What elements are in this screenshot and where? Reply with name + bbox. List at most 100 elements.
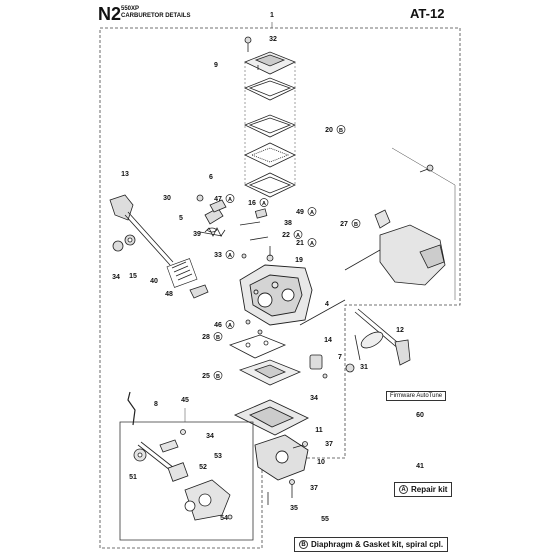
- callout-number: 38: [284, 220, 292, 227]
- callout-number: 46: [214, 322, 222, 329]
- callout-number: 14: [324, 337, 332, 344]
- callout-number: 40: [150, 278, 158, 285]
- callout-4: 4: [325, 301, 329, 308]
- gasket-stack: [244, 77, 296, 198]
- callout-number: 11: [315, 427, 323, 434]
- kit-tag: A: [399, 485, 408, 494]
- callout-number: 1: [270, 12, 274, 19]
- callout-15: 15: [129, 273, 137, 280]
- callout-number: 12: [396, 327, 404, 334]
- kit-tag: B: [216, 335, 220, 341]
- kit-tag: A: [228, 253, 232, 259]
- carburetor-body: [239, 264, 313, 326]
- callout-5: 5: [179, 215, 183, 222]
- kit-tag: A: [228, 197, 232, 203]
- callout-51: 51: [129, 474, 137, 481]
- callout-number: 8: [154, 401, 158, 408]
- callout-number: 53: [214, 453, 222, 460]
- kit-label: Repair kit: [411, 485, 448, 494]
- screw-19-33: [241, 246, 274, 262]
- callout-number: 30: [163, 195, 171, 202]
- throttle-linkage-27: [299, 209, 446, 326]
- callout-number: 6: [209, 174, 213, 181]
- callout-8: 8: [154, 401, 158, 408]
- callout-number: 25: [202, 373, 210, 380]
- callout-45: 45: [181, 397, 189, 404]
- callout-number: 34: [112, 274, 120, 281]
- throttle-plate-14: [354, 331, 384, 361]
- gasket-kit-note: B Diaphragm & Gasket kit, spiral cpl.: [294, 537, 449, 552]
- callout-10: 10: [317, 459, 325, 466]
- callout-number: 45: [181, 397, 189, 404]
- leader-line: [391, 147, 456, 300]
- callout-41: 41: [416, 463, 424, 470]
- callout-number: 7: [338, 354, 342, 361]
- callout-number: 34: [310, 395, 318, 402]
- callout-27: 27 B: [340, 219, 361, 228]
- washer-34-15: [112, 234, 136, 252]
- firmware-note: Firmware AutoTune: [386, 391, 447, 401]
- callout-54: 54: [220, 515, 228, 522]
- pump-body-10: [254, 434, 309, 481]
- callout-48: 48: [165, 291, 173, 298]
- callout-number: 60: [416, 412, 424, 419]
- kit-tag: A: [310, 210, 314, 216]
- callout-number: 27: [340, 221, 348, 228]
- assembly-boundary: [99, 27, 461, 549]
- callout-37: 37: [325, 441, 333, 448]
- callout-39: 39: [193, 231, 201, 238]
- diaphragm-cover-11: [233, 399, 310, 436]
- repair-kit-note: A Repair kit: [394, 482, 453, 497]
- stack-guide-lines: [244, 62, 296, 185]
- callout-32: 32: [269, 36, 277, 43]
- model-name: 550XP: [121, 6, 140, 12]
- kit-tag-circle: [225, 320, 235, 329]
- kit-tag-circle: [293, 230, 303, 239]
- kit-tag: A: [228, 323, 232, 329]
- gasket-28: [228, 334, 287, 359]
- callout-12: 12: [396, 327, 404, 334]
- kit-tag-circle: [307, 207, 317, 216]
- subassembly-45-parts: [133, 429, 233, 521]
- callout-38: 38: [284, 220, 292, 227]
- callout-number: 48: [165, 291, 173, 298]
- callout-number: 32: [269, 36, 277, 43]
- callout-47: 47 A: [214, 194, 235, 203]
- callout-number: 21: [296, 240, 304, 247]
- callout-number: 52: [199, 464, 207, 471]
- subassembly-45-frame: [119, 421, 254, 541]
- callout-60: 60: [416, 412, 424, 419]
- kit-tag: A: [310, 241, 314, 247]
- spring-40: [166, 258, 198, 288]
- callout-14: 14: [324, 337, 332, 344]
- page-code: N2: [98, 4, 122, 24]
- kit-tag-circle: [259, 198, 269, 207]
- kit-tag: B: [299, 540, 308, 549]
- callout-number: 22: [282, 232, 290, 239]
- callout-52: 52: [199, 464, 207, 471]
- callout-37: 37: [310, 485, 318, 492]
- callout-number: 16: [248, 200, 256, 207]
- callout-number: 51: [129, 474, 137, 481]
- callout-number: 47: [214, 196, 222, 203]
- lever-8: [127, 391, 136, 426]
- callout-number: 49: [296, 209, 304, 216]
- callout-number: 33: [214, 252, 222, 259]
- callout-number: 37: [310, 485, 318, 492]
- callout-number: 4: [325, 301, 329, 308]
- callout-13: 13: [121, 171, 129, 178]
- callout-55: 55: [321, 516, 329, 523]
- callout-40: 40: [150, 278, 158, 285]
- callout-6: 6: [209, 174, 213, 181]
- kit-tag: B: [354, 222, 358, 228]
- callout-number: 13: [121, 171, 129, 178]
- screw-32: [244, 36, 252, 52]
- section-title: CARBURETOR DETAILS: [121, 13, 191, 19]
- callout-number: 39: [193, 231, 201, 238]
- small-parts-46: [245, 319, 263, 335]
- callout-number: 15: [129, 273, 137, 280]
- kit-tag: A: [262, 201, 266, 207]
- model-info: 550XP CARBURETOR DETAILS: [121, 6, 190, 20]
